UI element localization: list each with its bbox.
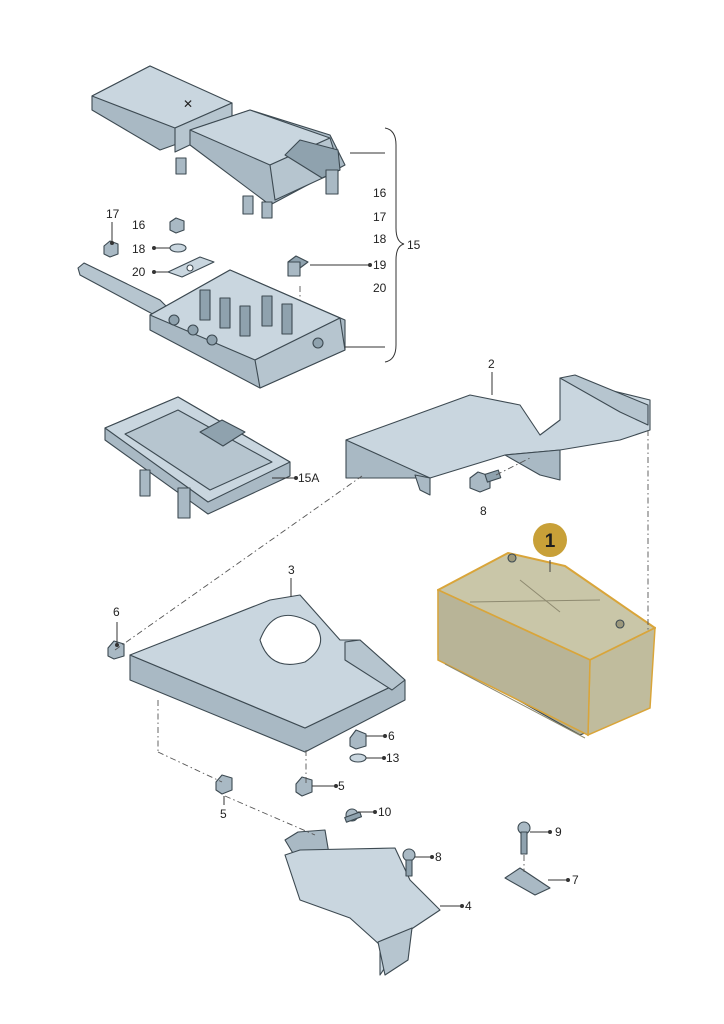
label-19: 19 (373, 258, 387, 272)
label-6-left: 6 (113, 605, 120, 619)
clip-6-left (107, 640, 125, 660)
nut-17 (103, 240, 119, 258)
label-18: 18 (132, 242, 146, 256)
label-6-right: 6 (388, 729, 395, 743)
bolt-8-upper (469, 469, 502, 493)
label-15: 15 (407, 238, 421, 252)
label-17: 17 (106, 207, 120, 221)
fuse-19 (287, 255, 309, 277)
contact-plate-20 (167, 256, 215, 278)
label-8-upper: 8 (480, 504, 487, 518)
bracket-4 (284, 829, 441, 976)
callout-badge-number: 1 (545, 531, 556, 552)
cover-15a (104, 396, 291, 519)
part-group-brace (345, 127, 405, 363)
label-9: 9 (555, 825, 562, 839)
label-3: 3 (288, 563, 295, 577)
bolt-8-lower (402, 848, 416, 877)
battery-bracket-2 (345, 374, 651, 496)
fuse-box-cover: ✕ (91, 65, 346, 219)
washer-18 (169, 243, 187, 253)
label-2: 2 (488, 357, 495, 371)
list-item-16: 16 (373, 186, 387, 200)
fuse-holder-base (77, 262, 346, 389)
list-item-20: 20 (373, 281, 387, 295)
label-5-right: 5 (338, 779, 345, 793)
list-item-17: 17 (373, 210, 387, 224)
callout-badge: 1 (533, 523, 567, 572)
washer-13 (349, 753, 367, 763)
label-7: 7 (572, 873, 579, 887)
label-20: 20 (132, 265, 146, 279)
screw-9 (517, 821, 531, 855)
svg-text:✕: ✕ (183, 97, 193, 111)
label-8-lower: 8 (435, 850, 442, 864)
nut-16 (169, 217, 185, 234)
label-16: 16 (132, 218, 146, 232)
label-13: 13 (386, 751, 400, 765)
label-15a: 15A (298, 471, 319, 485)
label-10: 10 (378, 805, 392, 819)
list-item-18: 18 (373, 232, 387, 246)
alignment-lines (114, 286, 649, 872)
battery (437, 552, 656, 739)
battery-tray-3 (129, 594, 406, 753)
screw-10 (344, 808, 363, 823)
clip-5-left (215, 774, 233, 795)
clip-7 (504, 867, 551, 896)
leader-dots (110, 241, 570, 908)
clip-6-right (349, 729, 367, 750)
clip-5-right (295, 776, 313, 797)
label-5-left: 5 (220, 807, 227, 821)
leader-lines (111, 222, 568, 907)
callout-labels: 17 16 18 20 19 16 17 18 20 15 15A 2 8 3 … (106, 186, 579, 913)
label-4: 4 (465, 899, 472, 913)
